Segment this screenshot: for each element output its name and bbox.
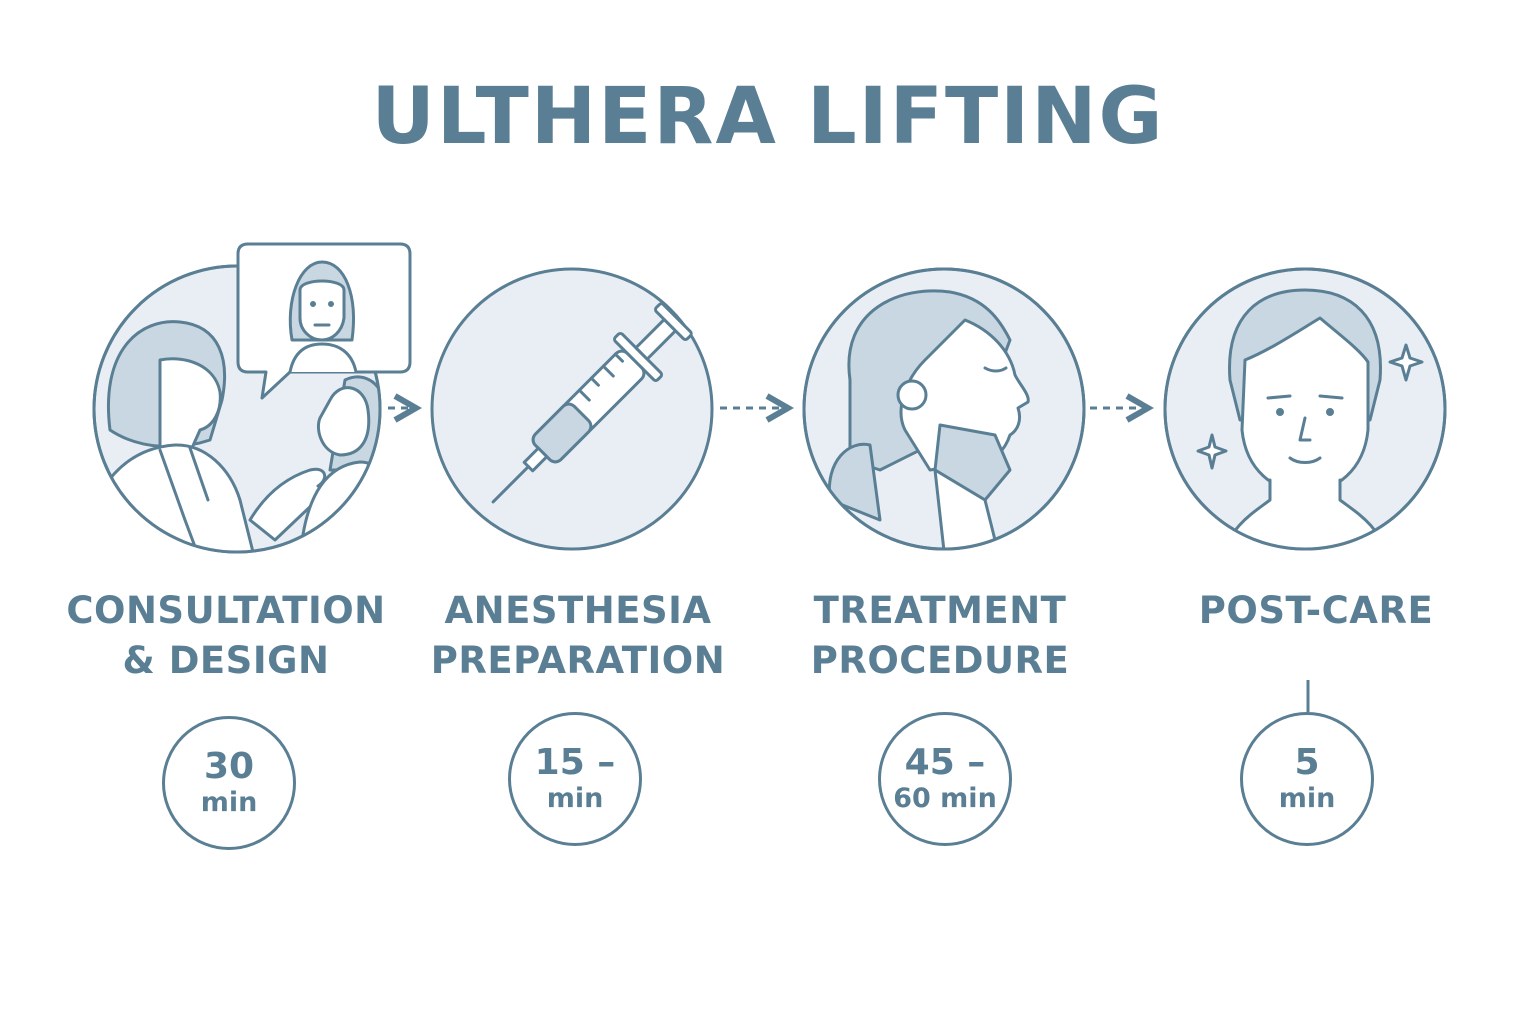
duration-unit: min [200,787,258,818]
duration-badge-consultation: 30 min [162,716,296,850]
duration-unit: min [1278,783,1336,814]
duration-unit: 60 min [893,783,997,814]
treatment-icon [802,267,1086,551]
consultation-icon [92,242,412,554]
duration-value: 15 – [534,742,616,783]
duration-value: 5 [1294,742,1320,783]
step-label-post-care: POST-CARE [1198,589,1434,632]
syringe-icon [430,267,714,551]
duration-badge-treatment: 45 – 60 min [878,712,1012,846]
duration-unit: min [546,783,604,814]
duration-badge-post-care: 5 min [1240,712,1374,846]
duration-badge-anesthesia: 15 – min [508,712,642,846]
duration-value: 30 [203,746,255,787]
smiling-face-icon [1163,267,1447,551]
page-title: ULTHERA LIFTING [371,72,1165,162]
step-label-consultation: CONSULTATION& DESIGN [66,589,386,682]
duration-value: 45 – [904,742,986,783]
